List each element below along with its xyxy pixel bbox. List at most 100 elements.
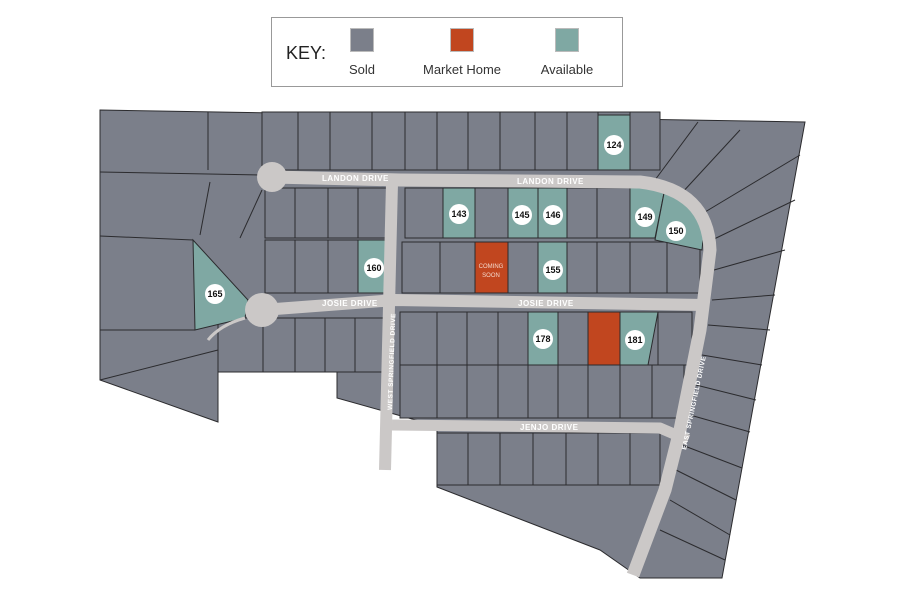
- street-label: WEST SPRINGFIELD DRIVE: [387, 313, 397, 410]
- lot[interactable]: [354, 317, 386, 373]
- lot[interactable]: [404, 111, 438, 171]
- landon-cul-de-sac: [257, 162, 287, 192]
- west-springfield-road: [379, 182, 398, 471]
- lot-lines: [99, 112, 801, 561]
- available-swatch: [555, 28, 579, 52]
- coming-soon-label: COMING: [479, 264, 504, 270]
- lot[interactable]: [467, 432, 501, 486]
- lot[interactable]: [439, 241, 476, 294]
- lot[interactable]: [534, 111, 568, 171]
- lot-number-badge: [625, 330, 645, 350]
- lot[interactable]: [499, 432, 534, 486]
- lot[interactable]: [596, 187, 631, 239]
- lot[interactable]: [629, 111, 661, 171]
- lot[interactable]: [329, 111, 373, 171]
- map-legend: KEY: Sold Market Home Available: [271, 17, 623, 87]
- lot[interactable]: [629, 432, 661, 486]
- lot[interactable]: [401, 241, 441, 294]
- legend-available: Available: [532, 28, 602, 77]
- lot[interactable]: [436, 111, 469, 171]
- street-label: JENJO DRIVE: [520, 423, 579, 432]
- lot[interactable]: [497, 311, 529, 366]
- landon-east-springfield-road: [271, 170, 717, 578]
- lot[interactable]: [566, 111, 599, 171]
- lot-number: 124: [606, 140, 621, 150]
- lot[interactable]: [499, 111, 536, 171]
- lot-number: 178: [535, 334, 550, 344]
- lot[interactable]: [507, 241, 539, 294]
- lot[interactable]: [264, 239, 296, 294]
- lot-number-badge: [205, 284, 225, 304]
- lot[interactable]: [324, 317, 356, 373]
- lot[interactable]: [467, 111, 501, 171]
- lot[interactable]: [297, 111, 331, 171]
- lot[interactable]: [466, 311, 499, 366]
- lot[interactable]: [262, 317, 296, 373]
- lot[interactable]: [597, 432, 631, 486]
- lot-number-badge: [543, 260, 563, 280]
- lot[interactable]: [399, 364, 438, 419]
- lot-number: 145: [514, 210, 529, 220]
- lot-number: 149: [637, 212, 652, 222]
- coming-soon-label: SOON: [482, 273, 500, 279]
- lot[interactable]: [404, 187, 444, 239]
- lot[interactable]: [657, 311, 693, 366]
- lot[interactable]: [371, 111, 406, 171]
- lot[interactable]: [619, 364, 653, 419]
- lot[interactable]: [466, 364, 499, 419]
- sold-swatch: [350, 28, 374, 52]
- lot-number: 181: [627, 335, 642, 345]
- josie-cul-de-sac: [245, 293, 279, 327]
- lot[interactable]: [294, 317, 326, 373]
- lot[interactable]: [436, 364, 468, 419]
- lot-number: 143: [451, 209, 466, 219]
- lot-number-badge: [635, 207, 655, 227]
- lot[interactable]: [666, 241, 701, 294]
- legend-label: Available: [540, 62, 594, 77]
- lot[interactable]: [264, 187, 296, 239]
- lot[interactable]: [399, 311, 438, 366]
- coming-soon-lot[interactable]: [474, 241, 509, 294]
- lot[interactable]: [261, 111, 299, 171]
- lot[interactable]: [566, 241, 598, 294]
- lot[interactable]: [629, 241, 668, 294]
- market-swatch: [450, 28, 474, 52]
- lot[interactable]: [527, 364, 559, 419]
- lot[interactable]: [327, 239, 359, 294]
- lot-number-badge: [449, 204, 469, 224]
- market-home-lot[interactable]: [587, 311, 621, 366]
- street-label: LANDON DRIVE: [322, 174, 389, 183]
- legend-sold: Sold: [342, 28, 382, 77]
- lot-number-badge: [666, 221, 686, 241]
- lot-number: 146: [545, 210, 560, 220]
- lot[interactable]: [327, 187, 359, 239]
- lot-number: 160: [366, 263, 381, 273]
- lot-number-badge: [364, 258, 384, 278]
- legend-market-home: Market Home: [412, 28, 512, 77]
- lot[interactable]: [294, 239, 329, 294]
- lot[interactable]: [557, 364, 589, 419]
- lot[interactable]: [587, 364, 621, 419]
- lot[interactable]: [497, 364, 529, 419]
- lot[interactable]: [474, 187, 509, 239]
- lot[interactable]: [566, 187, 598, 239]
- lot-number-badge: [604, 135, 624, 155]
- street-label: JOSIE DRIVE: [518, 299, 574, 308]
- josie-path: [206, 316, 246, 341]
- lot[interactable]: [294, 187, 329, 239]
- roads: [206, 162, 717, 578]
- lot[interactable]: [532, 432, 567, 486]
- lot[interactable]: [557, 311, 589, 366]
- legend-label: Market Home: [422, 62, 502, 77]
- lot[interactable]: [436, 311, 468, 366]
- lot[interactable]: [436, 432, 469, 486]
- lot-number: 165: [207, 289, 222, 299]
- street-label: LANDON DRIVE: [517, 177, 584, 186]
- legend-title: KEY:: [286, 43, 327, 63]
- lot-number-badge: [543, 205, 563, 225]
- jenjo-drive-road: [391, 419, 691, 446]
- lot[interactable]: [565, 432, 599, 486]
- lot-number: 150: [668, 226, 683, 236]
- lot[interactable]: [596, 241, 631, 294]
